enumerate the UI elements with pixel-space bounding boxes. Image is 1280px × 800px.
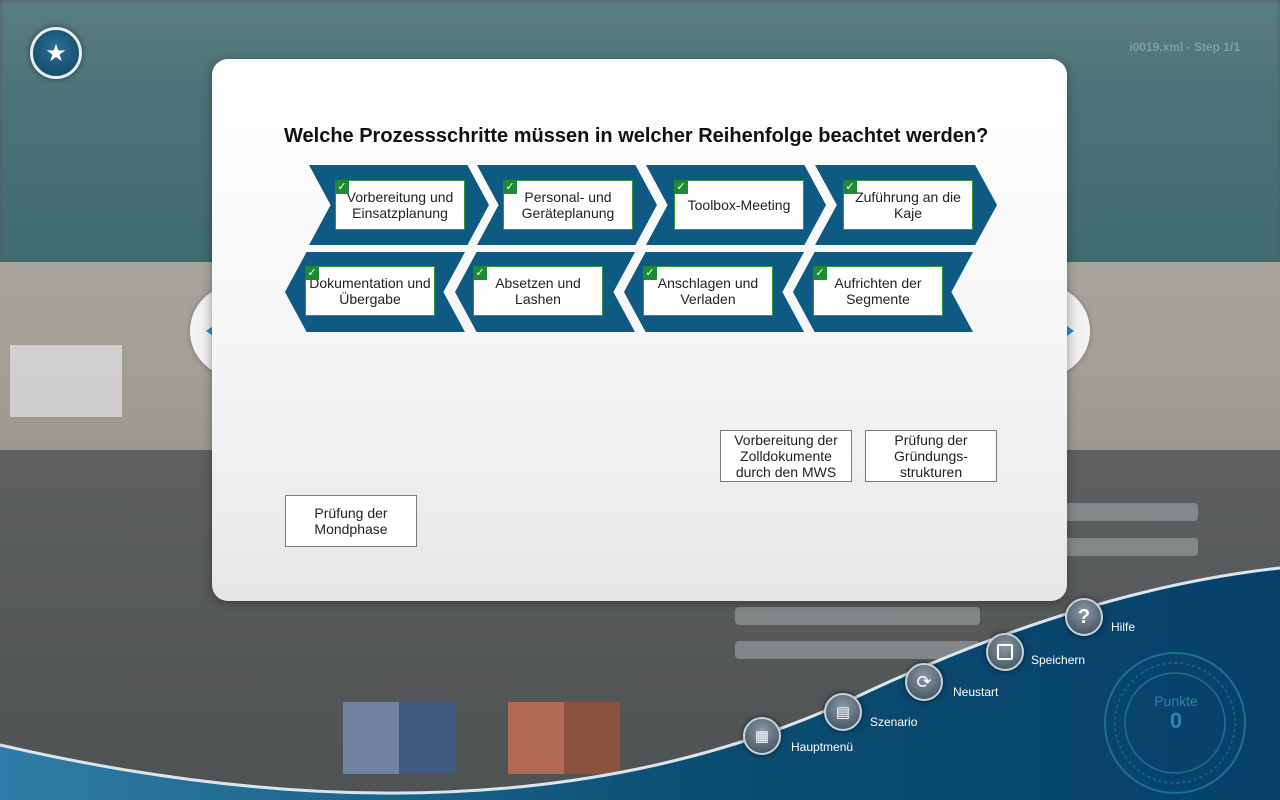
score-value: 0 bbox=[1169, 708, 1183, 733]
answer-tile[interactable]: ✓ Toolbox-Meeting bbox=[674, 180, 804, 230]
check-icon: ✓ bbox=[305, 266, 319, 280]
check-icon: ✓ bbox=[503, 180, 517, 194]
check-icon: ✓ bbox=[643, 266, 657, 280]
answer-tile[interactable]: ✓ Personal- und Geräteplanung bbox=[503, 180, 633, 230]
restart-label: Neustart bbox=[953, 685, 999, 699]
answer-tile-label: Toolbox-Meeting bbox=[687, 197, 791, 213]
answer-tile[interactable]: ✓ Anschlagen und Verladen bbox=[643, 266, 773, 316]
answer-tile-label: Personal- und Geräteplanung bbox=[521, 189, 615, 221]
scenario-label: Szenario bbox=[870, 715, 918, 729]
answer-tile[interactable]: ✓ Aufrichten der Segmente bbox=[813, 266, 943, 316]
distractor-tile[interactable]: Vorbereitung der Zolldokumente durch den… bbox=[720, 430, 852, 482]
check-icon: ✓ bbox=[674, 180, 688, 194]
question-icon: ? bbox=[1077, 605, 1091, 628]
restart-button[interactable]: ⟳ bbox=[905, 663, 943, 701]
background-shape bbox=[1060, 503, 1198, 521]
distractor-tile-label: Prüfung der Mondphase bbox=[314, 505, 388, 537]
main-menu-button[interactable]: ▦ bbox=[743, 717, 781, 755]
answer-tile-label: Absetzen und Lashen bbox=[495, 275, 581, 307]
distractor-tile-label: Prüfung der Gründungs-strukturen bbox=[894, 432, 968, 480]
answer-tile-label: Zuführung an die Kaje bbox=[855, 189, 961, 221]
answer-tile-label: Anschlagen und Verladen bbox=[657, 275, 759, 307]
background-shape bbox=[1060, 538, 1198, 556]
answer-tile[interactable]: ✓ Absetzen und Lashen bbox=[473, 266, 603, 316]
answer-tile[interactable]: ✓ Zuführung an die Kaje bbox=[843, 180, 973, 230]
help-label: Hilfe bbox=[1111, 620, 1136, 634]
star-icon: ★ bbox=[45, 39, 67, 67]
check-icon: ✓ bbox=[335, 180, 349, 194]
file-step-indicator: i0019.xml - Step 1/1 bbox=[1129, 40, 1240, 54]
background-shape bbox=[508, 702, 620, 774]
save-label: Speichern bbox=[1031, 653, 1086, 667]
save-icon bbox=[997, 644, 1013, 660]
answer-tile-label: Vorbereitung und Einsatzplanung bbox=[346, 189, 454, 221]
distractor-tile-label: Vorbereitung der Zolldokumente durch den… bbox=[734, 432, 838, 480]
favorite-star-button[interactable]: ★ bbox=[30, 27, 82, 79]
background-shape bbox=[343, 702, 455, 774]
main-menu-label: Hauptmenü bbox=[791, 740, 854, 754]
answer-tile-label: Aufrichten der Segmente bbox=[834, 275, 922, 307]
answer-tile[interactable]: ✓ Dokumentation und Übergabe bbox=[305, 266, 435, 316]
answer-tile-label: Dokumentation und Übergabe bbox=[309, 275, 431, 307]
distractor-tile[interactable]: Prüfung der Gründungs-strukturen bbox=[865, 430, 997, 482]
background-shape bbox=[735, 641, 980, 659]
answer-tile[interactable]: ✓ Vorbereitung und Einsatzplanung bbox=[335, 180, 465, 230]
grid-icon: ▦ bbox=[754, 728, 770, 745]
background-window bbox=[10, 345, 122, 417]
background-shape bbox=[735, 607, 980, 625]
check-icon: ✓ bbox=[843, 180, 857, 194]
question-title: Welche Prozessschritte müssen in welcher… bbox=[284, 125, 989, 147]
score-label: Punkte bbox=[1154, 693, 1198, 709]
check-icon: ✓ bbox=[813, 266, 827, 280]
scenario-button[interactable]: ▤ bbox=[824, 693, 862, 731]
check-icon: ✓ bbox=[473, 266, 487, 280]
restart-icon: ⟳ bbox=[916, 671, 932, 692]
help-button[interactable]: ? bbox=[1065, 598, 1103, 636]
document-icon: ▤ bbox=[835, 704, 851, 721]
score-dial bbox=[1104, 652, 1246, 794]
save-button[interactable] bbox=[986, 633, 1024, 671]
distractor-tile[interactable]: Prüfung der Mondphase bbox=[285, 495, 417, 547]
